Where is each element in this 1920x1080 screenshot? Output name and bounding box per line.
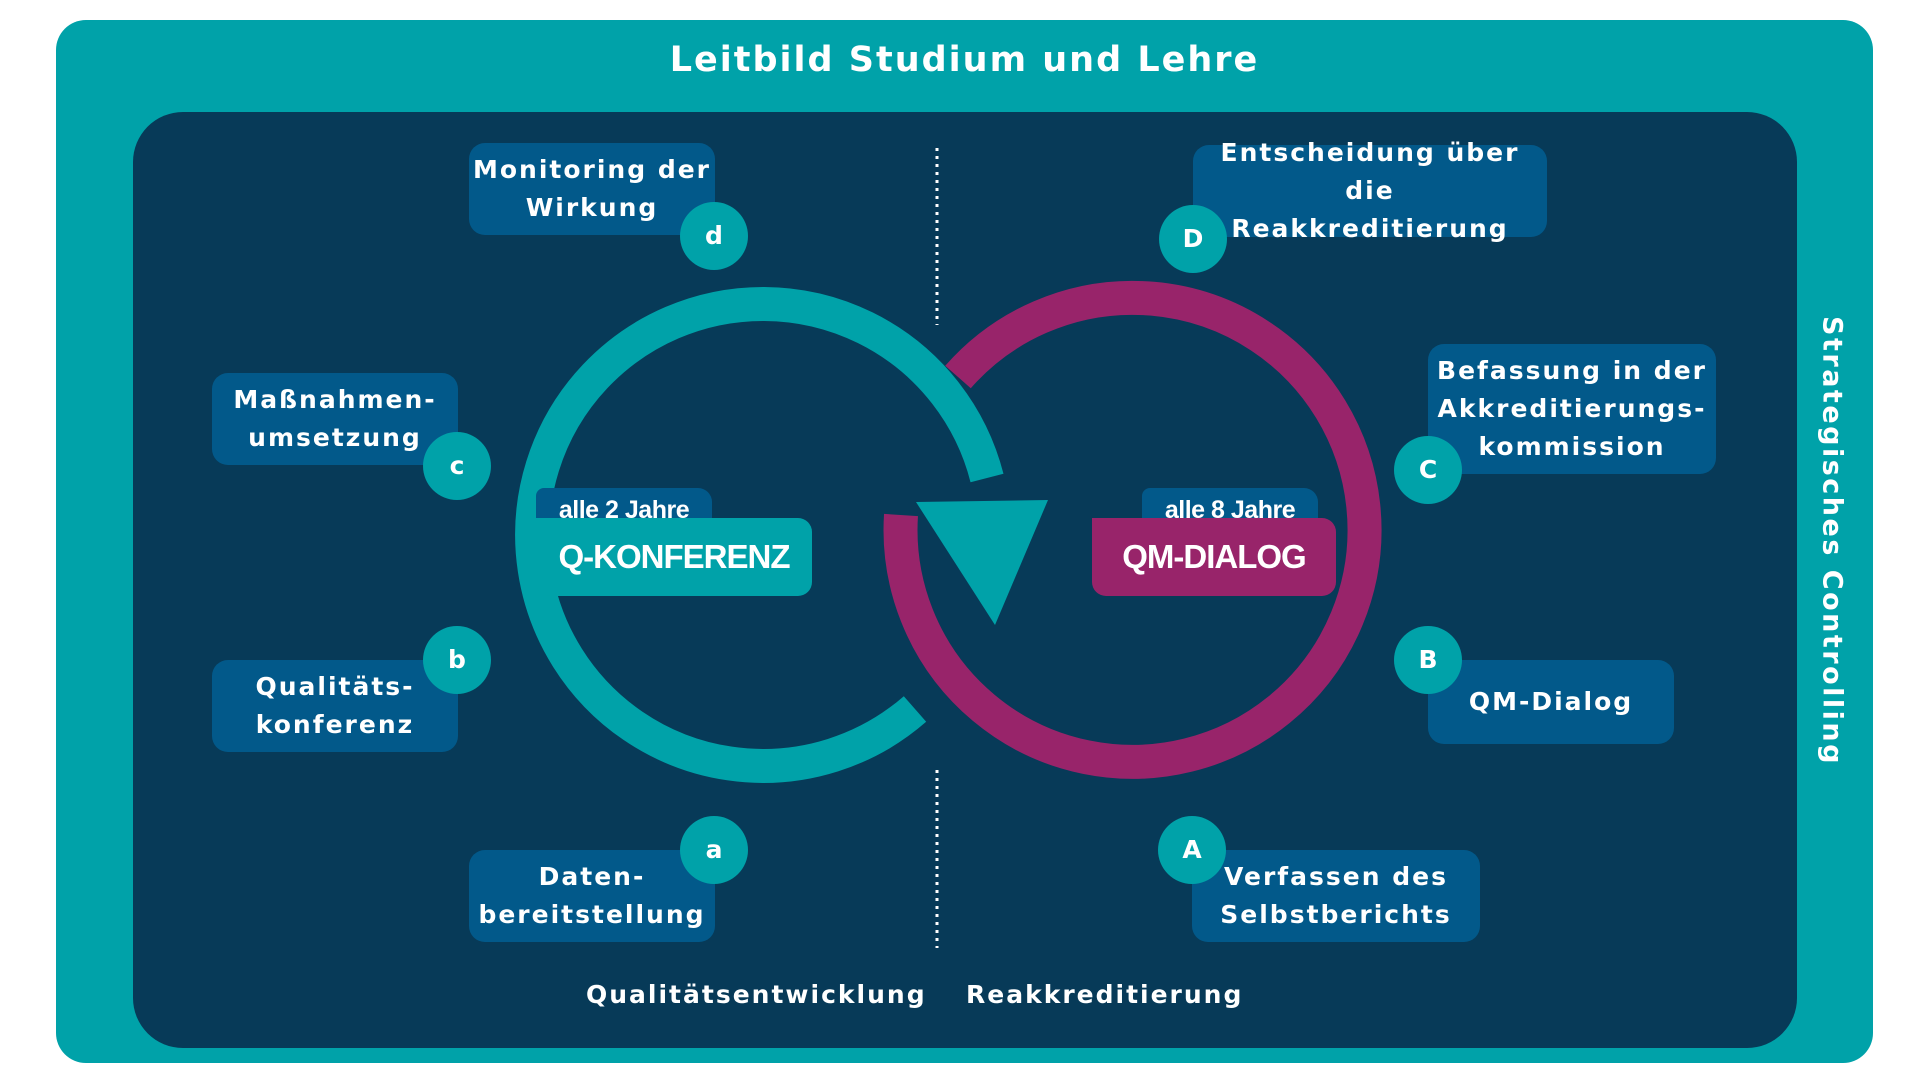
step-b-line2: konferenz [255,710,415,739]
step-c-badge: c [423,432,491,500]
step-D-line1: Entscheidung über die [1220,138,1520,205]
step-c-box: Maßnahmen- umsetzung [212,373,458,465]
step-B-box: QM-Dialog [1428,660,1674,744]
step-c-line2: umsetzung [248,423,422,452]
step-A-box: Verfassen des Selbstberichts [1192,850,1480,942]
section-label-reakkreditierung: Reakkreditierung [966,980,1244,1009]
diagram-panel [133,112,1797,1048]
step-A-line1: Verfassen des [1224,862,1448,891]
step-c-line1: Maßnahmen- [233,385,437,414]
step-D-badge: D [1159,205,1227,273]
step-C-box: Befassung in der Akkreditierungs- kommis… [1428,344,1716,474]
step-a-box: Daten- bereitstellung [469,850,715,942]
step-d-badge: d [680,202,748,270]
qm-dialog-ring [883,280,1382,779]
page-title: Leitbild Studium und Lehre [669,40,1260,80]
q-konferenz-label: Q-KONFERENZ [536,518,812,596]
step-b-line1: Qualitäts- [255,672,415,701]
step-A-badge: A [1158,816,1226,884]
step-C-badge: C [1394,436,1462,504]
cycle-arrowhead [916,500,1048,625]
section-label-qualitaetsentwicklung: Qualitätsentwicklung [586,980,927,1009]
step-a-badge: a [680,816,748,884]
step-D-line2: Reakkreditierung [1231,214,1509,243]
step-a-line2: bereitstellung [478,900,706,929]
step-d-box: Monitoring der Wirkung [469,143,715,235]
step-A-line2: Selbstberichts [1220,900,1452,929]
step-D-box: Entscheidung über die Reakkreditierung [1193,138,1547,243]
step-b-box: Qualitäts- konferenz [212,660,458,752]
step-C-line3: kommission [1478,432,1666,461]
step-C-line1: Befassung in der [1437,356,1707,385]
step-B-badge: B [1394,626,1462,694]
step-b-badge: b [423,626,491,694]
qm-dialog-label: QM-DIALOG [1092,518,1336,596]
step-d-line2: Wirkung [525,193,659,222]
step-C-line2: Akkreditierungs- [1437,394,1707,423]
step-a-line1: Daten- [538,862,646,891]
q-konferenz-ring [515,286,1004,783]
step-d-line1: Monitoring der [472,155,712,184]
step-B-line1: QM-Dialog [1468,687,1634,716]
